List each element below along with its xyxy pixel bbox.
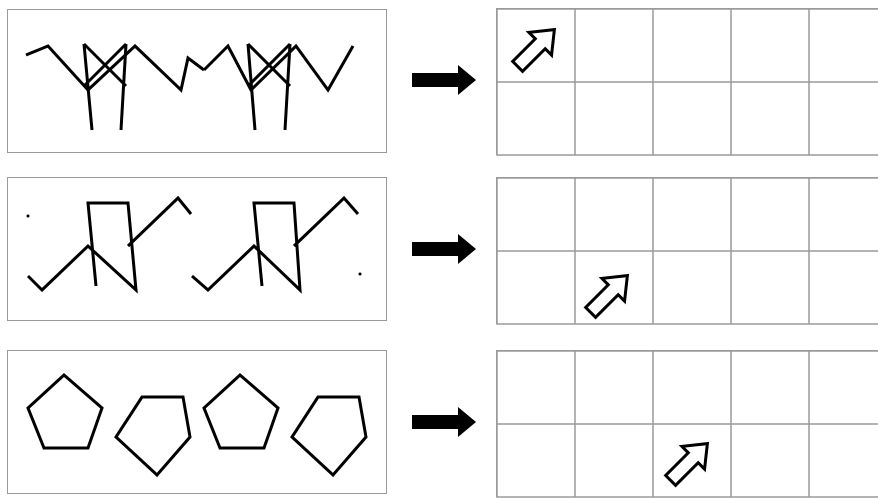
grid-1 — [496, 8, 878, 156]
grid-1-lines — [496, 8, 878, 156]
hollow-arrow-icon — [583, 273, 630, 320]
grid-2-lines — [496, 177, 878, 325]
grid-3-lines — [496, 350, 878, 498]
grid-3 — [496, 350, 878, 498]
hollow-arrow-icon — [663, 441, 710, 488]
hollow-arrow-icon — [510, 27, 557, 74]
pattern-box-1 — [7, 9, 387, 153]
right-arrow-icon — [412, 65, 476, 95]
right-arrow-icon — [412, 234, 476, 264]
pattern-box-2 — [7, 177, 387, 321]
pattern-box-3 — [7, 350, 387, 494]
right-arrow-icon — [412, 407, 476, 437]
grid-2 — [496, 177, 878, 325]
pentagons — [26, 372, 368, 478]
zigzag-n-figure — [26, 195, 362, 294]
zigzag-x-figure — [25, 42, 355, 131]
